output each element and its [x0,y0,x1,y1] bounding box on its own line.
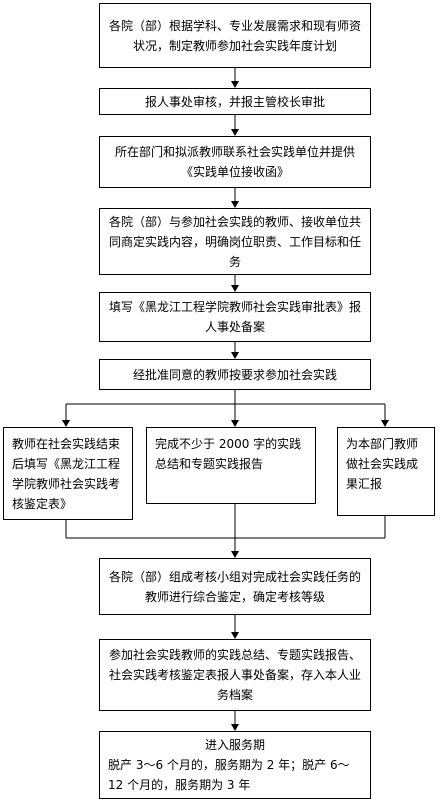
step-1-text: 各院（部）根据学科、专业发展需求和现有师资状况，制定教师参加社会实践年度计划 [108,18,361,53]
branch-3-box: 为本部门教师做社会实践成果汇报 [337,427,435,516]
arrowhead-2-3 [231,129,239,136]
step-8-box: 参加社会实践教师的实践总结、专题实践报告、社会实践考核鉴定表报人事处备案，存入本… [99,639,371,711]
step-2-text: 报人事处审核，并报主管校长审批 [144,94,325,109]
arrowhead-7-8 [231,632,239,639]
branch-2-box: 完成不少于 2000 字的实践总结和专题实践报告 [146,427,316,504]
step-9-box: 进入服务期 脱产 3～6 个月的，服务期为 2 年；脱产 6～12 个月的，服务… [99,731,371,799]
step-5-text: 填写《黑龙江工程学院教师社会实践审批表》报人事处备案 [108,300,361,334]
arrowhead-branch-1 [62,420,70,427]
branch-1-text: 教师在社会实践结束后填写《黑龙江工程学院教师社会实践考核鉴定表》 [12,437,121,511]
arrowhead-merge-7 [231,551,239,558]
step-3-box: 所在部门和拟派教师联系社会实践单位并提供《实践单位接收函》 [99,136,371,188]
step-9-title: 进入服务期 [204,738,265,752]
step-1-box: 各院（部）根据学科、专业发展需求和现有师资状况，制定教师参加社会实践年度计划 [99,3,371,68]
step-5-box: 填写《黑龙江工程学院教师社会实践审批表》报人事处备案 [99,292,371,342]
step-2-box: 报人事处审核，并报主管校长审批 [99,88,371,115]
arrowhead-branch-3 [381,420,389,427]
branch-1-box: 教师在社会实践结束后填写《黑龙江工程学院教师社会实践考核鉴定表》 [3,427,133,520]
arrowhead-1-2 [231,81,239,88]
branch-2-text: 完成不少于 2000 字的实践总结和专题实践报告 [155,437,302,471]
step-4-box: 各院（部）与参加社会实践的教师、接收单位共同商定实践内容，明确岗位职责、工作目标… [99,208,371,275]
step-6-box: 经批准同意的教师按要求参加社会实践 [99,359,371,390]
arrowhead-branch-2 [231,420,239,427]
step-9-detail: 脱产 3～6 个月的，服务期为 2 年；脱产 6～12 个月的，服务期为 3 年 [108,758,350,792]
step-7-text: 各院（部）组成考核小组对完成社会实践任务的教师进行综合鉴定，确定考核等级 [108,569,361,604]
step-8-text: 参加社会实践教师的实践总结、专题实践报告、社会实践考核鉴定表报人事处备案，存入本… [108,648,361,702]
arrowhead-8-9 [231,724,239,731]
step-3-text: 所在部门和拟派教师联系社会实践单位并提供《实践单位接收函》 [114,145,355,179]
step-4-text: 各院（部）与参加社会实践的教师、接收单位共同商定实践内容，明确岗位职责、工作目标… [108,214,361,269]
step-7-box: 各院（部）组成考核小组对完成社会实践任务的教师进行综合鉴定，确定考核等级 [99,558,371,615]
step-6-text: 经批准同意的教师按要求参加社会实践 [132,367,337,382]
branch-3-text: 为本部门教师做社会实践成果汇报 [346,437,419,491]
arrowhead-3-4 [231,201,239,208]
arrowhead-5-6 [231,352,239,359]
arrowhead-4-5 [231,285,239,292]
